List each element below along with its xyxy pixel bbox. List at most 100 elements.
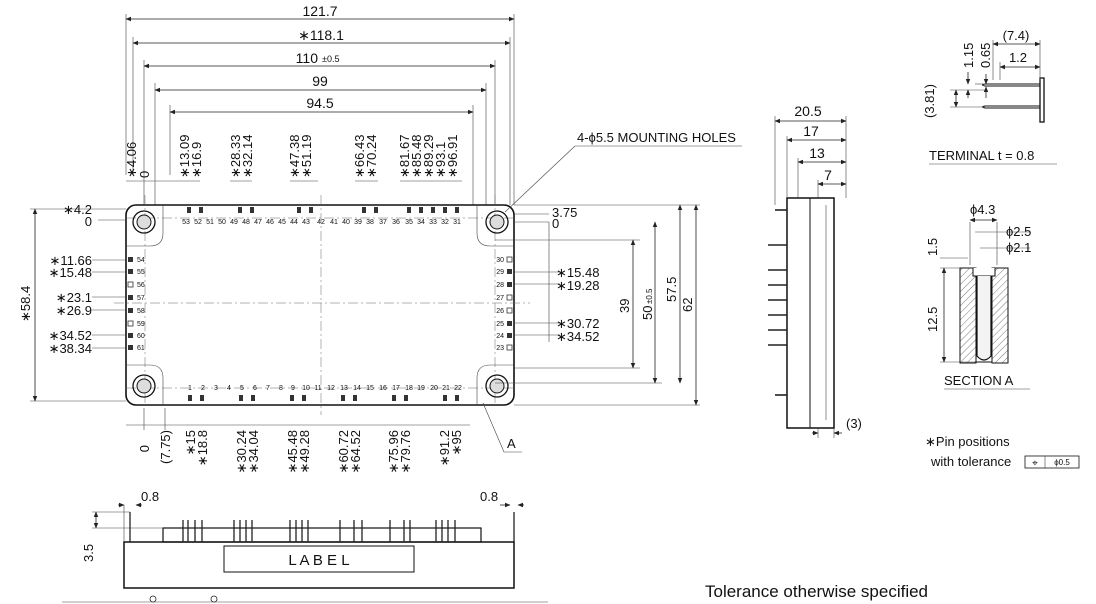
pin xyxy=(506,344,513,351)
pin xyxy=(506,256,513,263)
dim-3-5: 3.5 xyxy=(81,544,96,562)
dim-4-2: ∗4.2 xyxy=(63,202,92,217)
pin-number: 24 xyxy=(496,333,504,340)
pin xyxy=(238,207,242,213)
pos-label: ∗32.14 xyxy=(240,135,255,178)
dim-1-2: 1.2 xyxy=(1009,50,1027,65)
pin xyxy=(353,395,357,401)
note-line-2: with tolerance xyxy=(930,454,1011,469)
pin-number: 30 xyxy=(496,257,504,264)
pos-label: ∗18.8 xyxy=(195,430,210,466)
pin-number: 56 xyxy=(137,282,145,289)
pin xyxy=(188,395,192,401)
dim-0-8-right: 0.8 xyxy=(480,489,498,504)
pos-label: ∗70.24 xyxy=(364,135,379,178)
pin-number: 47 xyxy=(254,219,262,226)
pin xyxy=(404,395,408,401)
pos-label: ∗89.29 xyxy=(421,135,436,178)
pin xyxy=(127,281,134,288)
mounting-hole xyxy=(485,374,509,398)
pin xyxy=(362,207,366,213)
pin xyxy=(128,308,133,313)
pos-label: ∗60.72 xyxy=(336,430,351,473)
pin xyxy=(127,320,134,327)
pin-number: 53 xyxy=(182,219,190,226)
pin-number: 21 xyxy=(442,385,450,392)
left-dimensions: ∗58.4 ∗4.2 0 ∗11.66 ∗15.48 ∗23.1 ∗26.9 ∗… xyxy=(18,202,126,402)
pin-number: 41 xyxy=(330,219,338,226)
pin-number: 15 xyxy=(366,385,374,392)
section-a-marker: A xyxy=(507,436,516,451)
pin xyxy=(507,269,512,274)
pin-number: 6 xyxy=(253,385,257,392)
pos-label: ∗75.96 xyxy=(386,430,401,473)
dim-94-5: 94.5 xyxy=(306,95,333,111)
dim-110-tolerance: ±0.5 xyxy=(322,54,339,64)
dim-11-66: ∗11.66 xyxy=(50,253,92,268)
dim-38-34: ∗38.34 xyxy=(49,341,92,356)
pin-number: 48 xyxy=(242,219,250,226)
pin-number: 8 xyxy=(279,385,283,392)
pin xyxy=(507,321,512,326)
pin xyxy=(431,207,435,213)
dim-34-52: ∗34.52 xyxy=(49,328,92,343)
pin xyxy=(290,395,294,401)
pin xyxy=(128,257,133,262)
dim-0-65: 0.65 xyxy=(978,43,993,68)
label-box-text: L A B E L xyxy=(288,552,349,569)
dim-58-4: ∗58.4 xyxy=(18,286,33,322)
bottom-pin-row: 1 2 3 4 5 6 7 8 9 10 11 12 13 14 15 16 1… xyxy=(188,385,462,401)
pin xyxy=(200,395,204,401)
pin-number: 14 xyxy=(353,385,361,392)
dim-20-5: 20.5 xyxy=(794,103,821,119)
pin-number: 25 xyxy=(496,321,504,328)
module-outline xyxy=(125,204,515,406)
pos-label: ∗66.43 xyxy=(352,135,367,178)
pin xyxy=(507,333,512,338)
dim-15-48-right: ∗15.48 xyxy=(556,265,599,280)
pin-number: 4 xyxy=(227,385,231,392)
pin xyxy=(443,207,447,213)
bottom-pin-leaders xyxy=(126,408,470,430)
pos-label: (7.75) xyxy=(158,430,173,464)
pin-number: 57 xyxy=(137,295,145,302)
terminal-detail: (7.4) 1.2 1.15 0.65 (3.81) xyxy=(922,28,1045,123)
pos-label: ∗47.38 xyxy=(287,135,302,178)
pin xyxy=(128,295,133,300)
dim-118-1: ∗118.1 xyxy=(298,27,344,43)
top-pin-row: 53 52 51 50 49 48 47 46 45 44 43 42 41 4… xyxy=(182,207,461,226)
pin xyxy=(199,207,203,213)
pin-number: 18 xyxy=(405,385,413,392)
dim-1-5: 1.5 xyxy=(925,238,940,256)
tolerance-frame xyxy=(1024,455,1080,469)
dim-3-75: 3.75 xyxy=(552,205,577,220)
pin-number: 49 xyxy=(230,219,238,226)
dim-99: 99 xyxy=(312,73,328,89)
pin-number: 2 xyxy=(201,385,205,392)
pin-number: 3 xyxy=(214,385,218,392)
dim-17: 17 xyxy=(803,123,819,139)
right-pin-column: 30 29 28 27 26 25 24 23 xyxy=(496,256,513,352)
pin-number: 39 xyxy=(354,219,362,226)
pin-number: 40 xyxy=(342,219,350,226)
pin xyxy=(128,269,133,274)
pin-number: 19 xyxy=(417,385,425,392)
front-view: L A B E L 0.8 0.8 3.5 xyxy=(62,489,548,603)
pin xyxy=(392,395,396,401)
pin-number: 23 xyxy=(496,345,504,352)
pin-number: 42 xyxy=(317,219,325,226)
pin-number: 52 xyxy=(194,219,202,226)
pos-label: ∗45.48 xyxy=(285,430,300,473)
dim-34-52-right: ∗34.52 xyxy=(556,329,599,344)
pin-number: 28 xyxy=(496,282,504,289)
pin-number: 11 xyxy=(314,385,321,392)
dim-23-1: ∗23.1 xyxy=(56,290,92,305)
pos-label: 0 xyxy=(137,445,152,452)
pin-number: 20 xyxy=(430,385,438,392)
pin-number: 50 xyxy=(218,219,226,226)
tolerance-footer: Tolerance otherwise specified xyxy=(705,582,928,601)
dim-0-left: 0 xyxy=(85,214,92,229)
pin-number: 46 xyxy=(266,219,274,226)
pin-number: 45 xyxy=(278,219,286,226)
pin-number: 26 xyxy=(496,308,504,315)
